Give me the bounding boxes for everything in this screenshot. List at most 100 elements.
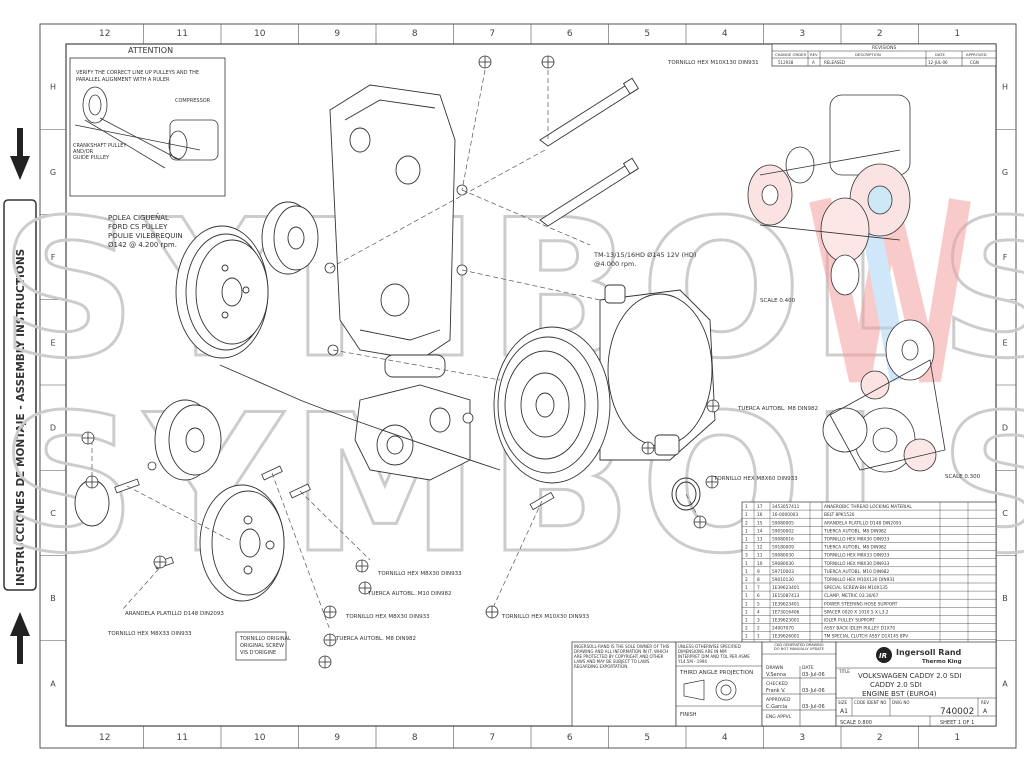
- column-marker: 8: [412, 29, 418, 39]
- bom-cell: 1E39623001: [772, 618, 800, 624]
- original-1: TORNILLO ORIGINAL: [239, 636, 291, 642]
- bom-cell: CLAMP, METRIC 03.30/67: [824, 593, 879, 599]
- callout-tornillo-m8x30b: TORNILLO HEX M8X30 DIN933: [345, 614, 430, 620]
- bom-cell: 1: [745, 601, 748, 607]
- approved-label: APPROVED: [766, 697, 791, 703]
- rev-r0: 512938: [778, 60, 794, 65]
- item-balloon: [323, 605, 337, 619]
- bom-cell: SPECIAL SCREW-BH M10X135: [824, 585, 888, 591]
- original-3: VIS D'ORIGINE: [240, 650, 276, 656]
- bom-cell: 24007070: [772, 626, 794, 632]
- bom-cell: 59080030: [772, 553, 794, 559]
- column-marker: 1: [954, 733, 960, 743]
- bom-cell: 7: [757, 585, 760, 591]
- bom-frame: [741, 501, 997, 661]
- bom-cell: 1: [745, 593, 748, 599]
- bom-cell: 1E39623401: [772, 585, 800, 591]
- callout-tuerca-m8b: TUERCA AUTOBL. M8 DIN982: [335, 636, 416, 642]
- bom-cell: TORNILLO HEX M8X33 DIN933: [823, 553, 890, 559]
- item-balloon: [323, 633, 337, 647]
- row-marker: A: [50, 679, 56, 688]
- sheet-value: SHEET 1 OF 1: [940, 720, 974, 726]
- callout-tornillo-m8x60: TORNILLO HEX M8X60 DIN933: [713, 476, 798, 482]
- column-marker: 9: [334, 733, 340, 743]
- bom-cell: 3: [745, 553, 748, 559]
- bom-cell: 1E73016406: [772, 609, 800, 615]
- bom-cell: ANAEROBIC THREAD LOCKING MATERIAL: [824, 504, 912, 510]
- attention-crank3: GUIDE PULLEY: [73, 155, 110, 161]
- attention-crank2: AND/OR: [73, 149, 94, 155]
- bom-cell: 16: [757, 512, 763, 518]
- item-balloon: [85, 475, 99, 489]
- column-marker: 11: [177, 733, 188, 743]
- bom-cell: TUERCA AUTOBL. M10 DIN982: [823, 569, 890, 575]
- bom-cell: 2: [745, 577, 748, 583]
- column-marker: 5: [644, 733, 650, 743]
- mounting-bracket: [329, 84, 456, 378]
- arrow-up-icon: [10, 612, 30, 664]
- bom-cell: 1: [757, 634, 760, 640]
- item-balloon: [641, 441, 655, 455]
- assembly-lines: [91, 62, 701, 631]
- idler-pulley-upper: [261, 201, 319, 275]
- drawn-label: DRAWN: [766, 665, 783, 671]
- drive-belt: [219, 364, 501, 471]
- item-balloons: [81, 55, 720, 669]
- interpret-note: INTERPRET DIM AND TOL PER ASME Y14.5M - …: [678, 654, 750, 664]
- bom-cell: 10: [757, 561, 763, 567]
- item-balloon: [318, 655, 332, 669]
- bom-cell: 2: [745, 520, 748, 526]
- code-label: CODE IDENT NO: [854, 700, 886, 705]
- drawn-date: 03-Jul-06: [802, 672, 825, 678]
- item-balloon: [541, 55, 555, 69]
- bom-cell: 1: [745, 609, 748, 615]
- side-label: INSTRUCCIONES DE MONTAJE - ASSEMBLY INST…: [15, 249, 27, 586]
- attention-note2: PARALLEL ALIGNMENT WITH A RULER: [76, 77, 170, 83]
- sub-brand: Thermo King: [922, 659, 962, 665]
- bom-cell: 1: [745, 634, 748, 640]
- bom-cell: 1: [745, 569, 748, 575]
- legal-text: INGERSOLL-RAND IS THE SOLE OWNER OF THIS…: [574, 644, 670, 669]
- callout-tornillo-m8x33: TORNILLO HEX M8X33 DIN933: [107, 631, 192, 637]
- item-balloon: [355, 559, 369, 573]
- bom-cell: POWER STEERING HOSE SUPPORT: [824, 601, 898, 607]
- bom-cell: 3: [757, 618, 760, 624]
- bom-cell: 5: [757, 601, 760, 607]
- bom-cell: IDLER PULLEY SUPPORT: [824, 618, 875, 624]
- item-balloon: [81, 431, 95, 445]
- projection-symbol-icon: [683, 679, 737, 701]
- pulley-label-2: FORD CS PULLEY: [108, 223, 168, 231]
- bom-cell: 17: [757, 504, 763, 510]
- arrow-down-icon: [10, 128, 30, 180]
- row-marker: B: [50, 594, 56, 603]
- lower-pulley: [199, 484, 285, 602]
- row-marker: F: [51, 253, 56, 262]
- size-label: SIZE: [838, 700, 847, 705]
- attention-compressor: COMPRESSOR: [175, 98, 211, 104]
- compressor: [493, 284, 716, 484]
- row-marker: E: [1002, 338, 1007, 347]
- drawing-title-3: ENGINE BST (EURO4): [862, 690, 937, 698]
- row-marker: C: [1002, 509, 1008, 518]
- outer-border: [39, 23, 1017, 749]
- bom-cell: 12: [757, 545, 763, 551]
- column-marker: 4: [722, 29, 728, 39]
- bom-cell: TORNILLO HEX M10X130 DIN931: [823, 577, 895, 583]
- bom-cell: SPACER 0020 X 1010.5 X L3.2: [824, 609, 889, 615]
- item-balloon: [358, 581, 372, 595]
- long-bolts: [539, 77, 640, 227]
- callout-arandela: ARANDELA PLATILLO D148 DIN2093: [125, 611, 224, 617]
- bom-cell: 9: [757, 569, 760, 575]
- unless-note: UNLESS OTHERWISE SPECIFIED DIMENSIONS AR…: [678, 644, 741, 654]
- iso-view-upper: [747, 94, 911, 296]
- column-marker: 2: [877, 29, 883, 39]
